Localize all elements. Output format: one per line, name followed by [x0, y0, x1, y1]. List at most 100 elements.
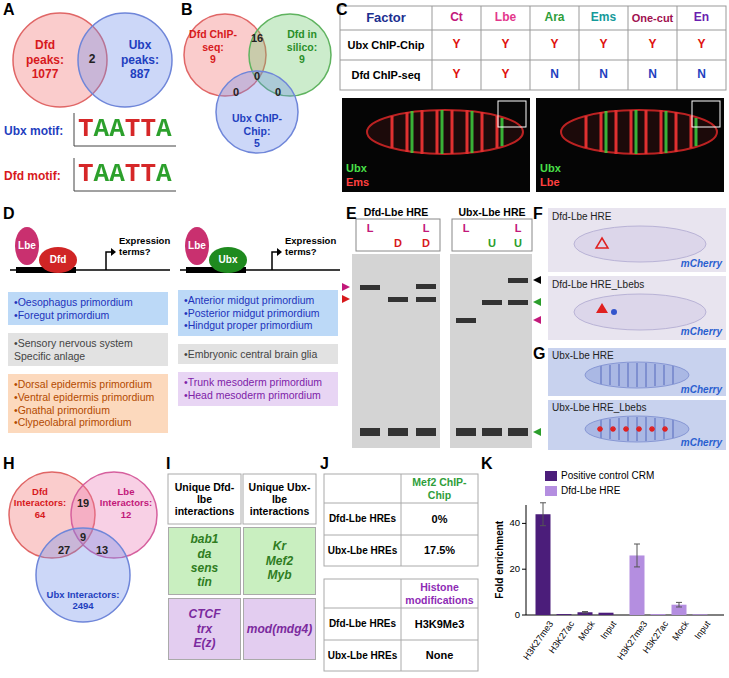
- axis-title: Fold enrichment: [494, 521, 506, 599]
- legend-item: Dfd-Lbe HRE: [545, 485, 620, 497]
- node-text: •Anterior midgut primordium: [184, 294, 332, 307]
- image-label: Dfd-Lbe HRE: [552, 211, 611, 223]
- band-arrow: [533, 316, 541, 324]
- node-text: 1077: [32, 67, 59, 81]
- gel-header: Ubx-Lbe HRE: [458, 206, 525, 218]
- stripe-pattern: [601, 363, 673, 387]
- node-text: bab1: [190, 532, 218, 546]
- embryo: [561, 110, 717, 154]
- motif-label: Ubx motif:: [4, 125, 63, 139]
- table-header: One-cut: [632, 12, 674, 25]
- table-header-cell: [243, 474, 316, 524]
- tick-label: 20: [509, 564, 520, 575]
- image-label: mCherry: [681, 258, 722, 270]
- table-frame: [324, 579, 478, 671]
- protein-shape: Dfd: [38, 246, 78, 274]
- panel-letter: I: [166, 455, 170, 473]
- node-shape: [216, 71, 298, 153]
- node-text: Ubx ChIP-Chip:: [219, 112, 295, 137]
- node-text: Dfd in silico:: [276, 28, 328, 53]
- panel-letter: G: [533, 345, 545, 363]
- in-situ-image: [548, 276, 726, 340]
- table-header: Ct: [450, 11, 463, 25]
- bar: [578, 612, 593, 615]
- table-header: Unique Dfd-lbe interactions: [170, 481, 239, 517]
- node-text: 5: [254, 137, 260, 150]
- overlap-count: 0: [233, 86, 239, 99]
- node-text: trx: [197, 622, 212, 636]
- node-text: •Sensory nervous system Specific anlage: [14, 337, 162, 362]
- node-text: 64: [35, 509, 46, 520]
- table-cell: Y: [648, 38, 656, 52]
- in-situ-image: [548, 400, 726, 450]
- table-header: Lbe: [495, 11, 516, 25]
- protein-shape: Lbe: [14, 226, 40, 266]
- node-text: E(z): [194, 636, 216, 650]
- lane-key-box: [356, 219, 440, 251]
- motif-axis: [74, 113, 176, 191]
- panel-letter: E: [346, 205, 357, 223]
- panel-letter: J: [320, 455, 329, 473]
- motif-logo: TAATTA: [78, 114, 172, 144]
- node-text: 887: [130, 67, 150, 81]
- category-label: Input: [693, 619, 713, 641]
- table-grid: [324, 474, 478, 566]
- embryo: [367, 110, 523, 154]
- lane-label: L: [515, 222, 522, 235]
- table-cell: Y: [501, 38, 509, 52]
- overlap-count: 27: [58, 544, 70, 557]
- category-label: Input: [599, 619, 619, 641]
- table-grid: [340, 6, 726, 90]
- table-cell: Y: [697, 38, 705, 52]
- image-label: Dfd-Lbe HRE_Lbebs: [552, 279, 644, 291]
- band-arrow: [342, 295, 350, 303]
- table-row-label: Ubx-Lbe HREs: [326, 650, 400, 662]
- category-label: H3K27me3: [521, 619, 555, 662]
- node-shape: [15, 227, 39, 265]
- lane-label: U: [488, 237, 496, 250]
- category-label: Mock: [671, 619, 692, 643]
- chart-axes: [526, 505, 724, 615]
- tick-label: 40: [509, 518, 520, 529]
- table-cell: Y: [501, 68, 509, 82]
- node-text: Dfd Interactors:: [12, 486, 68, 509]
- table-frame: [324, 474, 478, 566]
- embryo: [585, 416, 689, 442]
- ems-stripes: [392, 110, 497, 154]
- table-cell: N: [599, 68, 608, 82]
- lane-label: D: [422, 237, 430, 250]
- expression-label: Expression terms?: [119, 236, 173, 258]
- asterisk-markers: [597, 426, 668, 432]
- node-shape: [36, 528, 130, 622]
- node-text: Ubx: [219, 254, 238, 266]
- inset-frame: [692, 101, 720, 127]
- motif-logo: TAATTA: [78, 159, 172, 189]
- term-box: •Oesophagus primordium•Foregut primordiu…: [8, 292, 168, 325]
- node-text: •Hindgut proper primordium: [184, 319, 332, 332]
- gel: [450, 254, 532, 448]
- node-shape: [39, 247, 77, 273]
- band-arrow: [533, 276, 541, 284]
- embryo: [585, 362, 689, 388]
- in-situ-image: [548, 208, 726, 272]
- bar: [536, 514, 551, 615]
- table-cell: Y: [452, 68, 460, 82]
- table-cell: N: [550, 68, 559, 82]
- node-text: •Ventral epidermis primordium: [14, 391, 162, 404]
- overlap-count: 2: [89, 53, 96, 67]
- bar: [557, 614, 572, 616]
- node-text: 9: [210, 53, 216, 66]
- category-label: H3K27me3: [615, 619, 649, 662]
- table-row-label: Dfd-Lbe HREs: [326, 513, 400, 525]
- legend-text: Positive control CRM: [561, 470, 654, 482]
- overlap-count: 0: [275, 86, 281, 99]
- table-row-label: Dfd-Lbe HREs: [326, 618, 400, 630]
- in-situ-image: [548, 348, 726, 396]
- image-label: Ubx-Lbe HRE_Lbebs: [552, 402, 647, 414]
- expression-spot: [611, 309, 617, 315]
- image-label: Ubx-Lbe HRE: [552, 350, 614, 362]
- table-row-label: Dfd ChIP-seq: [351, 69, 420, 82]
- panel-letter: C: [336, 1, 348, 19]
- expression-marker: [596, 303, 608, 313]
- lane-label: L: [463, 222, 470, 235]
